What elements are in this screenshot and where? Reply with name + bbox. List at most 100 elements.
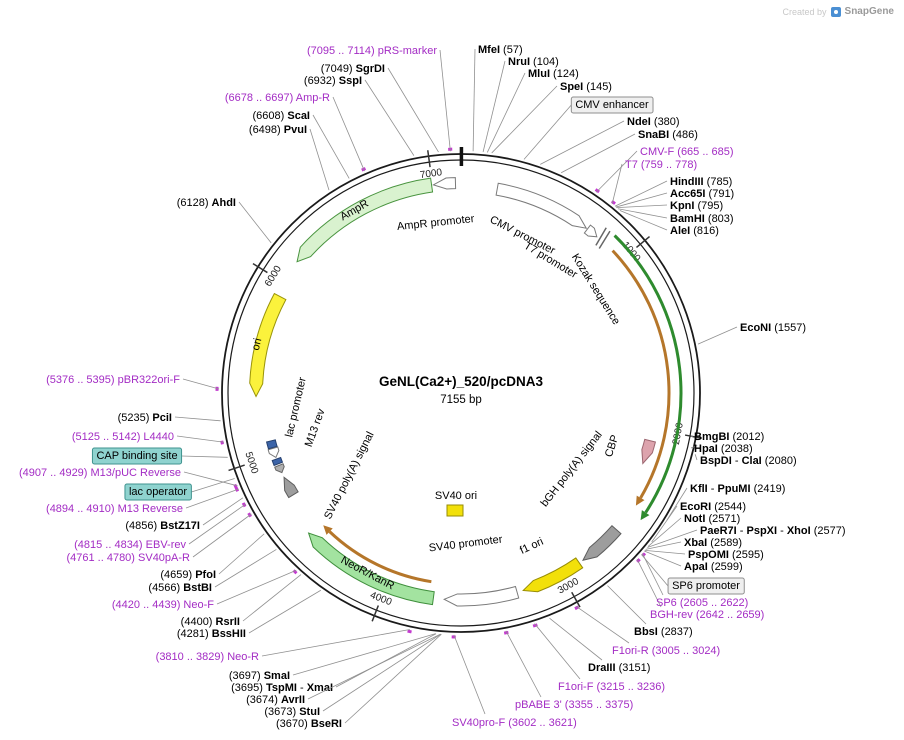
sv40-ori-marker[interactable]	[446, 504, 464, 517]
label-4420-4439-neo-f[interactable]: (4420 .. 4439) Neo-F	[112, 569, 297, 611]
feature-neor-kanr[interactable]	[307, 532, 435, 606]
label-mlui-124[interactable]: MluI (124)	[486, 68, 579, 153]
label-5376-5395-pbr322ori-f[interactable]: (5376 .. 5395) pBR322ori-F	[46, 374, 220, 390]
label-4815-4834-ebv-rev[interactable]: (4815 .. 4834) EBV-rev	[74, 503, 247, 551]
label-draiii-3151[interactable]: DraIII (3151)	[549, 617, 651, 674]
feature-sv40-promoter[interactable]	[443, 585, 520, 607]
feature-sv40-ori[interactable]: SV40 ori	[435, 490, 477, 517]
feature-label-f1-ori[interactable]: f1 ori	[518, 536, 545, 557]
feature-label-sv40-promoter[interactable]: SV40 promoter	[428, 534, 503, 555]
label-4907-4929-m13-puc-reverse[interactable]: (4907 .. 4929) M13/pUC Reverse	[19, 467, 238, 487]
label-bmgbi-2012[interactable]: BmgBI (2012)	[690, 431, 764, 443]
label-5125-5142-l4440[interactable]: (5125 .. 5142) L4440	[72, 431, 225, 443]
label-t7-759-778[interactable]: T7 (759 .. 778)	[611, 159, 697, 205]
label-mfei-57[interactable]: MfeI (57)	[472, 44, 523, 152]
label-pbabe-3-3355-3375[interactable]: pBABE 3' (3355 .. 3375)	[505, 630, 633, 711]
label-f1ori-r-3005-3024[interactable]: F1ori-R (3005 .. 3024)	[575, 605, 720, 657]
label-ecori-2544[interactable]: EcoRI (2544)	[651, 501, 746, 543]
label-bspdi-clai-2080[interactable]: BspDI - ClaI (2080)	[694, 454, 797, 467]
label-noti-2571[interactable]: NotI (2571)	[647, 513, 740, 547]
label-bamhi-803[interactable]: BamHI (803)	[617, 208, 734, 225]
label-ndei-380[interactable]: NdeI (380)	[540, 116, 680, 165]
feature-cmv-promoter[interactable]	[495, 182, 588, 229]
label-hindiii-785[interactable]: HindIII (785)	[614, 176, 732, 207]
label-snabi-486[interactable]: SnaBI (486)	[560, 129, 698, 174]
label-xbai-2589[interactable]: XbaI (2589)	[645, 537, 742, 550]
feature-ampr[interactable]	[296, 177, 434, 263]
label-6498-pvui[interactable]: (6498) PvuI	[249, 124, 330, 191]
label-hpai-2038[interactable]: HpaI (2038)	[690, 443, 753, 455]
label-acc65i-791[interactable]: Acc65I (791)	[615, 188, 734, 208]
label-cap-binding-site[interactable]: CAP binding site	[91, 447, 228, 465]
feature-bgh-poly-a-signal[interactable]	[582, 525, 622, 561]
feature-label-kozak-sequence[interactable]: Kozak sequence	[569, 252, 622, 327]
label-4281-bsshii[interactable]: (4281) BssHII	[177, 589, 322, 640]
label-3697-smai[interactable]: (3697) SmaI	[229, 633, 436, 682]
label-3673-stui[interactable]: (3673) StuI	[264, 633, 441, 718]
feature-label-cbp[interactable]: CBP	[603, 433, 621, 458]
feature-ampr-promoter[interactable]	[432, 177, 457, 190]
primer-site-neo-f[interactable]	[292, 569, 298, 575]
label-lac-operator[interactable]: lac operator	[124, 478, 235, 501]
label-4400-rsrii[interactable]: (4400) RsrII	[181, 574, 302, 628]
feature-label-ampr-promoter[interactable]: AmpR promoter	[396, 213, 475, 233]
primer-site-f1ori-f[interactable]	[532, 623, 538, 628]
feature-f1-ori[interactable]	[522, 557, 584, 593]
primer-site-bgh-rev[interactable]	[636, 558, 641, 563]
label-nrui-104[interactable]: NruI (104)	[482, 56, 559, 153]
label-sv40pro-f-3602-3621[interactable]: SV40pro-F (3602 .. 3621)	[452, 634, 577, 729]
label-kfli-ppumi-2419[interactable]: KflI - PpuMI (2419)	[666, 483, 786, 521]
primer-site-pbabe-3prime[interactable]	[503, 630, 509, 635]
feature-label-lac-promoter[interactable]: lac promoter	[283, 376, 309, 439]
feature-cbp[interactable]	[641, 438, 657, 465]
label-sp6-promoter[interactable]: SP6 promoter	[641, 554, 745, 595]
label-6932-sspi[interactable]: (6932) SspI	[304, 75, 415, 156]
primer-site-neo-r[interactable]	[407, 629, 412, 634]
primer-site-l4440[interactable]	[220, 440, 224, 445]
label-f1ori-f-3215-3236[interactable]: F1ori-F (3215 .. 3236)	[534, 623, 665, 693]
label-4659-pfoi[interactable]: (4659) PfoI	[160, 533, 265, 581]
feature-m13-rev-site[interactable]	[274, 463, 285, 474]
label-6608-scai[interactable]: (6608) ScaI	[253, 110, 350, 179]
label-bbsi-2837[interactable]: BbsI (2837)	[607, 585, 693, 638]
label-6128-ahdi[interactable]: (6128) AhdI	[177, 197, 272, 244]
label-3695-tspmi-xmai[interactable]: (3695) TspMI - XmaI	[231, 633, 437, 694]
feature-lac-operator[interactable]	[271, 456, 284, 467]
label-4894-4910-m13-reverse[interactable]: (4894 .. 4910) M13 Reverse	[46, 488, 239, 515]
label-7095-7114-prs-marker[interactable]: (7095 .. 7114) pRS-marker	[307, 45, 451, 152]
label-pspomi-2595[interactable]: PspOMI (2595)	[644, 549, 764, 561]
label-4856-bstz17i[interactable]: (4856) BstZ17I	[125, 497, 244, 532]
label-7049-sgrdi[interactable]: (7049) SgrDI	[321, 63, 439, 153]
label-paer7i-pspxi-xhoi-2577[interactable]: PaeR7I - PspXI - XhoI (2577)	[647, 525, 846, 548]
feature-neor-orf[interactable]	[323, 525, 432, 584]
label-3670-bseri[interactable]: (3670) BseRI	[276, 633, 442, 730]
label-bgh-rev-2642-2659[interactable]: BGH-rev (2642 .. 2659)	[636, 558, 764, 621]
label-cmv-f-665-685[interactable]: CMV-F (665 .. 685)	[595, 146, 734, 193]
label-3674-avrii[interactable]: (3674) AvrII	[246, 633, 441, 706]
feature-cap-binding-site[interactable]	[265, 439, 278, 450]
primer-site-m13-puc-reverse[interactable]	[233, 483, 238, 490]
label-econi-1557[interactable]: EcoNI (1557)	[697, 322, 806, 345]
label-alei-816[interactable]: AleI (816)	[619, 210, 719, 237]
feature-t7-promoter[interactable]	[583, 224, 598, 238]
label-3810-3829-neo-r[interactable]: (3810 .. 3829) Neo-R	[156, 629, 410, 663]
feature-sv40-poly-a-signal[interactable]	[283, 476, 299, 499]
feature-lac-promoter[interactable]	[267, 446, 280, 459]
label-cmv-enhancer[interactable]: CMV enhancer	[523, 96, 654, 160]
feature-label-ori[interactable]: ori	[250, 337, 264, 352]
primer-site-t7[interactable]	[610, 200, 616, 205]
feature-label-sv40-poly-a-signal[interactable]: SV40 poly(A) signal	[322, 430, 377, 522]
label-kpni-795[interactable]: KpnI (795)	[616, 200, 724, 212]
feature-genl-ca2-520-cds[interactable]	[613, 234, 683, 521]
label-4761-4780-sv40pa-r[interactable]: (4761 .. 4780) SV40pA-R	[66, 513, 252, 564]
label-6678-6697-amp-r[interactable]: (6678 .. 6697) Amp-R	[225, 92, 365, 172]
label-4566-bstbi[interactable]: (4566) BstBI	[148, 549, 277, 594]
label-5235-pcii[interactable]: (5235) PciI	[118, 412, 221, 424]
feature-ori[interactable]	[249, 292, 287, 398]
label-spei-145[interactable]: SpeI (145)	[491, 81, 612, 154]
feature-genl-orf[interactable]	[611, 249, 671, 506]
label-apai-2599[interactable]: ApaI (2599)	[644, 550, 743, 573]
primer-site-f1ori-r[interactable]	[574, 605, 580, 611]
feature-label-m13-rev[interactable]: M13 rev	[303, 407, 328, 449]
feature-label-bgh-poly-a-signal[interactable]: bGH poly(A) signal	[538, 429, 604, 509]
